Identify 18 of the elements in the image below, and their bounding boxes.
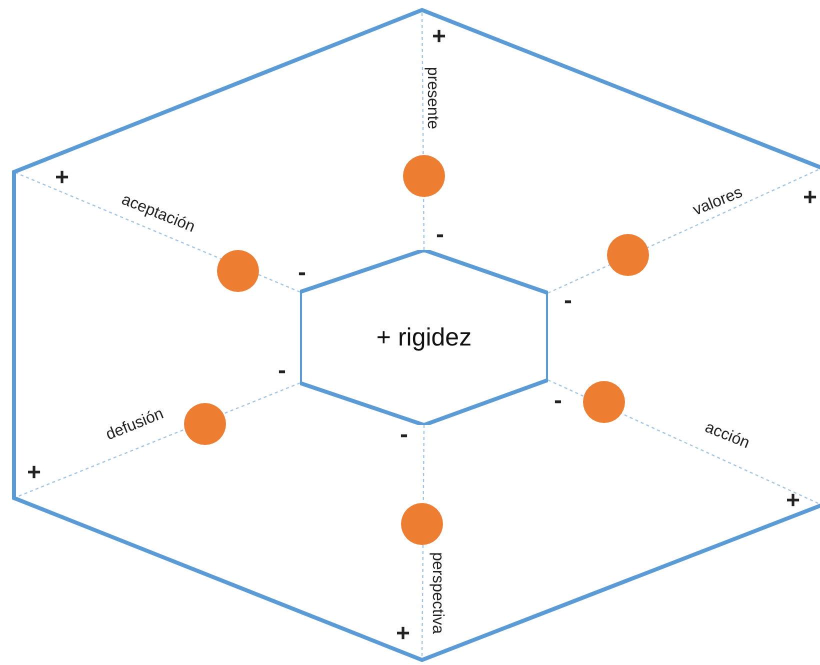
- sign-label: +: [27, 461, 41, 485]
- sign-label: -: [436, 223, 444, 247]
- sign-label: -: [564, 289, 572, 313]
- axis-label: perspectiva: [429, 552, 445, 634]
- axis-label: valores: [691, 184, 745, 220]
- axis-label: acción: [702, 420, 752, 452]
- center-label: + rigidez: [376, 323, 472, 352]
- sign-label: +: [396, 622, 410, 646]
- axis-label: presente: [424, 66, 440, 130]
- sign-label: +: [55, 166, 69, 190]
- hexagon-box: [300, 250, 548, 425]
- sign-label: -: [400, 423, 408, 447]
- sign-label: -: [298, 261, 306, 285]
- sign-label: +: [432, 25, 446, 49]
- sign-label: +: [803, 186, 817, 210]
- sign-label: +: [786, 489, 800, 513]
- sign-label: -: [554, 389, 562, 413]
- sign-label: -: [278, 359, 286, 383]
